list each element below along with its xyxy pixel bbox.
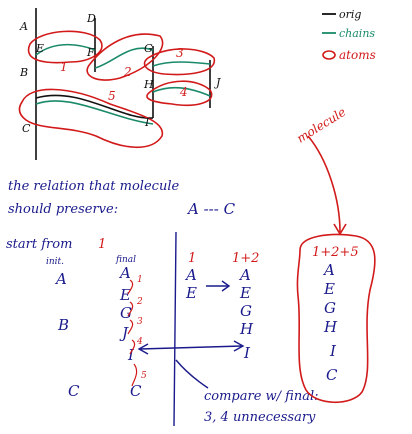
step12-column: 1+2 A E G H I: [232, 251, 259, 362]
relation-note: the relation that molecule should preser…: [8, 179, 236, 218]
chain-2: [94, 47, 154, 69]
molecule-annotation: molecule: [294, 105, 348, 236]
chain-4: [152, 86, 211, 97]
init-header: init.: [46, 257, 64, 267]
point-B: B: [19, 66, 28, 79]
step12-item-A: A: [238, 266, 251, 284]
column-divider: [173, 231, 177, 427]
final-item-A: A: [118, 264, 131, 282]
region-number-5: 5: [108, 89, 116, 103]
compare-arrow-line: [139, 345, 243, 350]
point-F: F: [86, 46, 95, 59]
relation-expr: A --- C: [186, 200, 236, 218]
molecule-blob: 1+2+5 A E G H I C: [296, 233, 376, 403]
step-arrow-head: [221, 280, 231, 292]
final-marker-5: 5: [141, 371, 147, 381]
chain-5: [35, 100, 154, 125]
molecule-item-G: G: [324, 299, 336, 317]
molecule-outline: [296, 233, 376, 403]
atom-1: [27, 30, 103, 64]
atom-3: [143, 48, 215, 76]
final-marker-curve-1: [127, 279, 134, 295]
molecule-item-H: H: [323, 318, 338, 336]
step1-item-E: E: [185, 284, 197, 302]
molecule-item-E: E: [323, 280, 335, 298]
chain-3: [152, 61, 211, 67]
molecule-arrow: [307, 135, 341, 233]
compare-line2: 3, 4 unnecessary: [204, 410, 316, 425]
region-number-1: 1: [60, 60, 68, 74]
compare-arrow: [137, 340, 245, 389]
molecule-header: 1+2+5: [312, 245, 359, 260]
compare-line1: compare w/ final:: [204, 389, 319, 404]
point-J: J: [214, 76, 221, 89]
atom-5: [18, 88, 164, 148]
legend-atoms-swatch: [322, 50, 336, 60]
point-E: E: [35, 42, 44, 55]
start-section: start from 1: [6, 237, 106, 252]
atom-4: [146, 80, 213, 106]
compare-pointer: [175, 359, 209, 389]
start-label: start from: [6, 237, 72, 252]
step12-item-I: I: [243, 344, 251, 362]
final-marker-4: 4: [136, 337, 143, 347]
point-G: G: [144, 42, 153, 55]
final-column: final A E G J I C 1 2 3 4 5: [115, 255, 147, 400]
final-item-C: C: [130, 382, 142, 400]
legend-atoms-label: atoms: [339, 48, 376, 62]
point-C: C: [22, 122, 31, 135]
molecule-item-C: C: [326, 366, 338, 384]
step1-item-A: A: [184, 266, 197, 284]
region-number-2: 2: [123, 65, 132, 79]
start-number: 1: [98, 237, 106, 252]
final-item-I: I: [127, 346, 135, 364]
relation-line2: should preserve:: [8, 202, 118, 217]
compare-note: compare w/ final: 3, 4 unnecessary: [204, 389, 319, 425]
final-header: final: [115, 255, 136, 265]
legend-chains-label: chains: [339, 27, 375, 40]
relation-line1: the relation that molecule: [8, 179, 179, 194]
region-number-4: 4: [179, 85, 188, 99]
step12-item-H: H: [239, 320, 254, 338]
final-marker-1: 1: [137, 275, 143, 285]
step12-item-E: E: [239, 284, 251, 302]
final-marker-curve-2: [127, 301, 134, 317]
final-item-E: E: [119, 286, 131, 304]
molecule-label: molecule: [294, 105, 348, 146]
molecule-item-A: A: [322, 261, 335, 279]
chain-1: [35, 43, 96, 56]
step12-header: 1+2: [232, 251, 259, 266]
step1-header: 1: [188, 251, 196, 266]
orig-curve-5: [35, 94, 154, 119]
point-I: I: [144, 116, 150, 129]
step1-column: 1 A E: [184, 251, 231, 302]
init-item-B: B: [57, 316, 69, 334]
compare-arrowhead-right: [233, 340, 245, 352]
init-item-A: A: [54, 270, 67, 288]
final-marker-3: 3: [137, 317, 143, 327]
molecule-item-I: I: [329, 342, 337, 360]
point-H: H: [143, 78, 154, 91]
init-item-C: C: [68, 382, 80, 400]
final-item-J: J: [119, 324, 129, 342]
final-marker-curve-5: [131, 363, 138, 387]
final-marker-2: 2: [136, 297, 143, 307]
legend-orig-label: orig: [339, 8, 361, 21]
final-marker-curve-3: [127, 319, 134, 335]
init-column: init. A B C: [46, 257, 80, 400]
final-item-G: G: [120, 304, 132, 322]
final-marker-curve-4: [129, 339, 136, 355]
legend: orig chains atoms: [322, 8, 376, 62]
point-A: A: [19, 20, 28, 33]
region-number-3: 3: [176, 46, 184, 60]
step12-item-G: G: [240, 302, 252, 320]
structure-diagram: A B C D E F G H I J 1 2 3 4 5: [18, 8, 221, 160]
point-D: D: [86, 12, 96, 25]
compare-arrowhead-left: [137, 343, 149, 355]
